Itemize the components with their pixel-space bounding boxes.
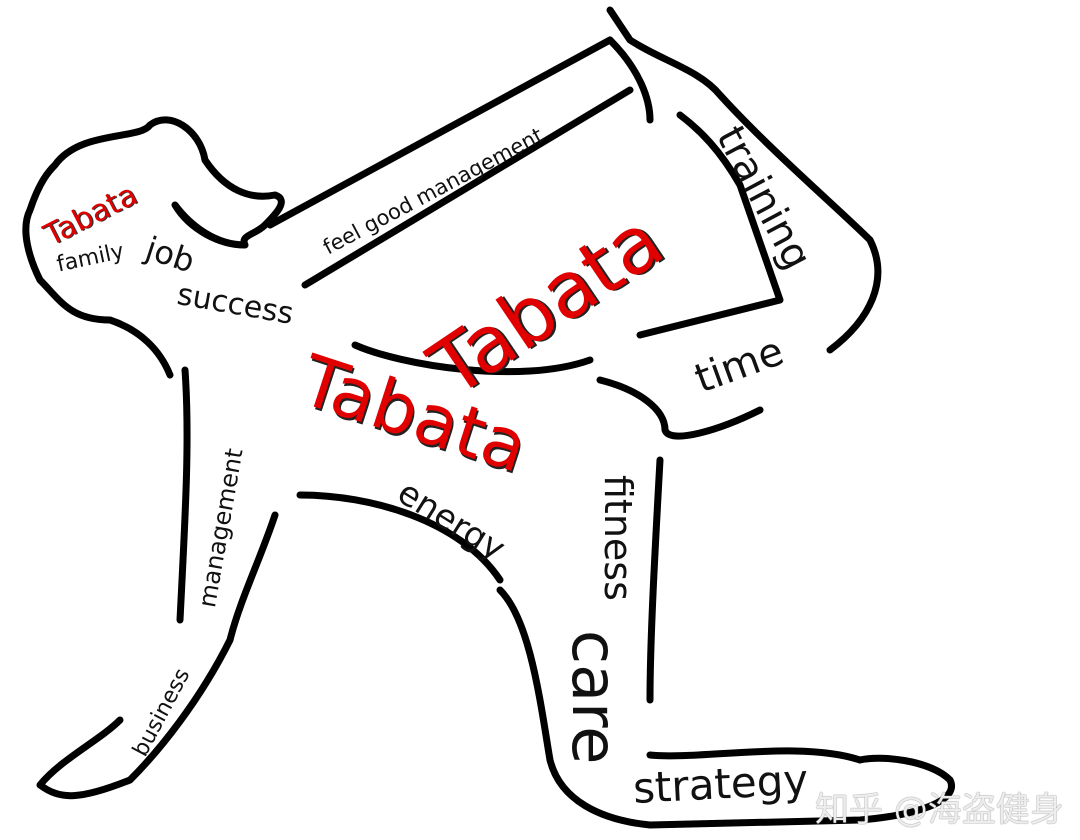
watermark-zhihu: 知乎 @海盗健身 <box>815 790 1064 830</box>
word-strategy: strategy <box>631 754 810 813</box>
word-care: care <box>558 630 631 765</box>
word-fitness: fitness <box>596 475 640 601</box>
